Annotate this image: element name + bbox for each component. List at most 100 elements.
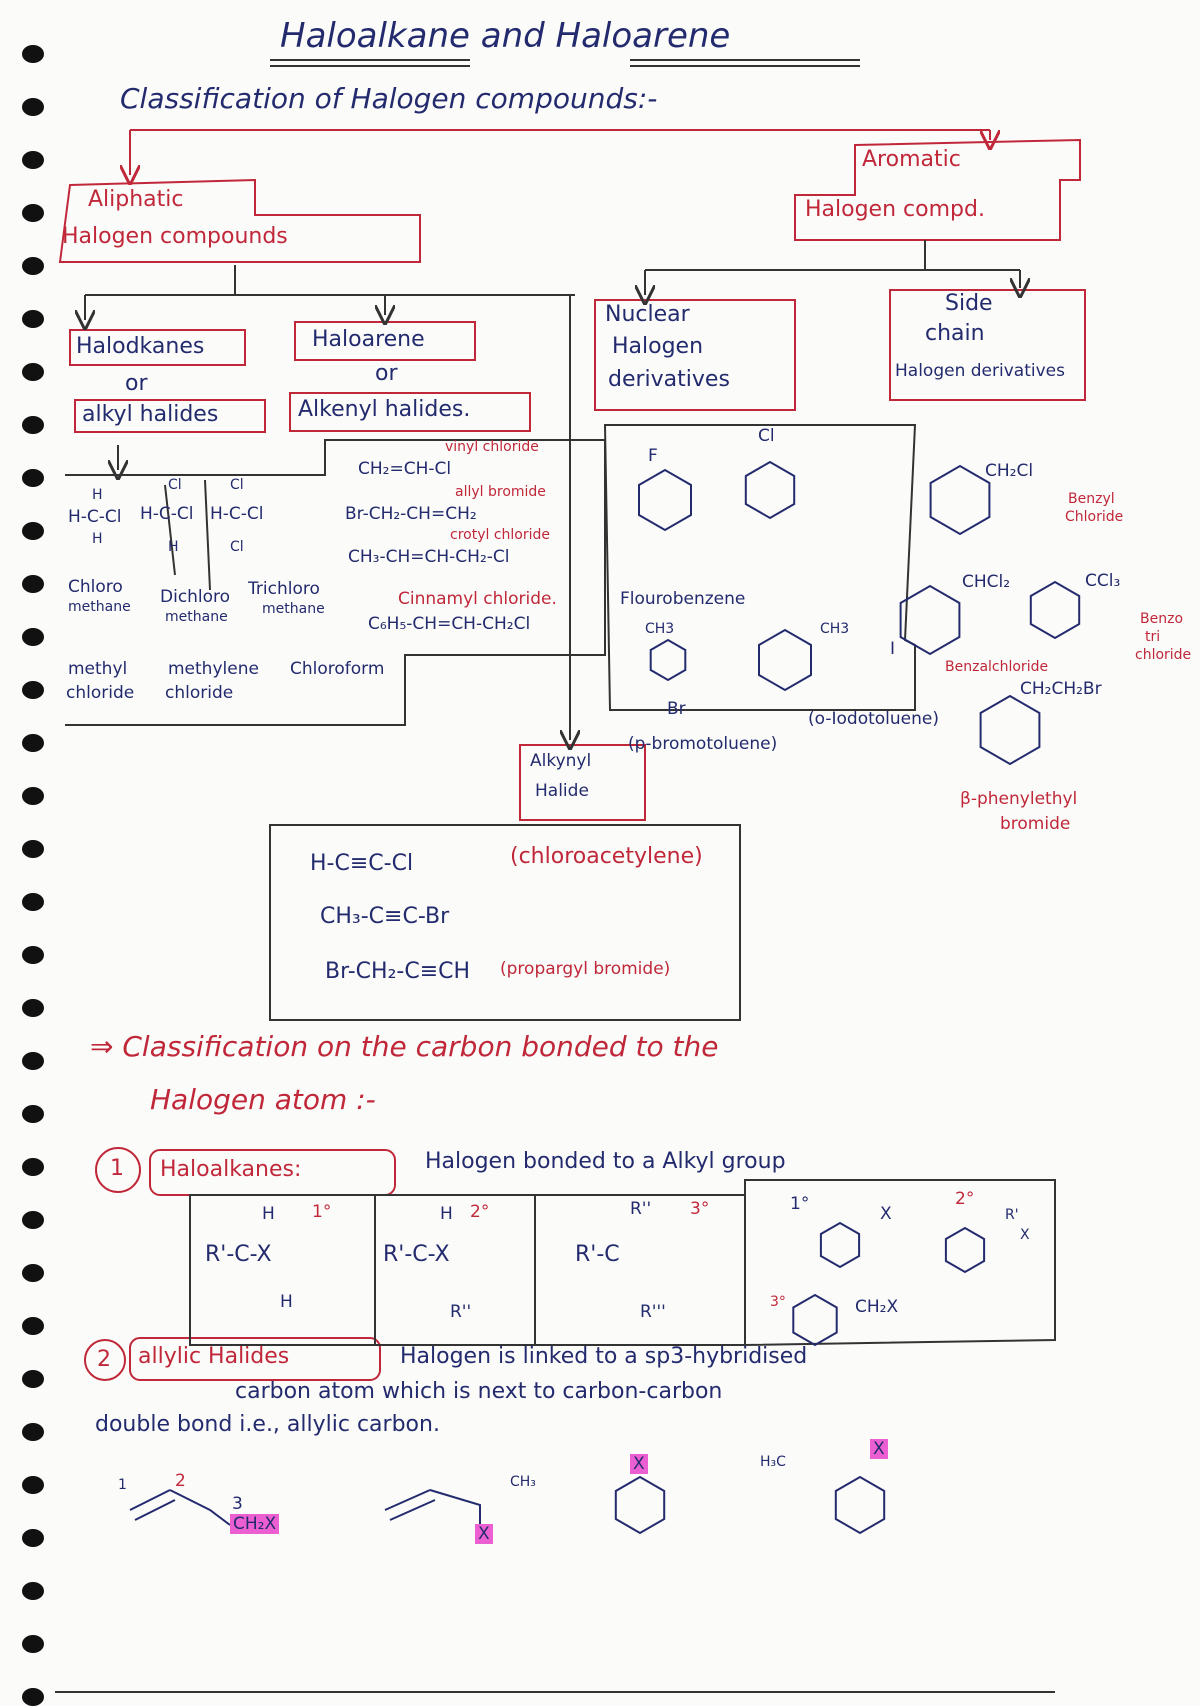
alkynyl-box [519,744,646,821]
substituent: CH₂X [855,1297,899,1317]
compound-name: vinyl chloride [445,439,539,455]
substituent-top: Cl [230,477,244,493]
substituent: H₃C [760,1454,786,1470]
carbon-number: 2 [175,1471,186,1491]
item2-description-2: carbon atom which is next to carbon-carb… [235,1379,723,1404]
substituent-bottom: H [168,539,179,555]
or-label: or [125,371,148,396]
compound-formula: CH₂=CH-Cl [358,459,452,479]
compound-name-3: chloride [1135,647,1192,663]
formula: R'-C-X [205,1242,272,1267]
allylic-group: X [475,1524,493,1544]
substituent: CCl₃ [1085,571,1121,591]
degree-label: 2° [470,1202,490,1222]
substituent: F [648,446,658,466]
substituent-top: H [440,1204,453,1224]
compound-formula: CH₃-CH=CH-CH₂-Cl [348,547,510,567]
substituent: Cl [758,426,775,446]
substituent-bottom: H [280,1292,293,1312]
formula: H-C-Cl [210,504,264,524]
substituent: CHCl₂ [962,572,1011,592]
binder-hole [22,787,44,805]
benzene-ring [614,1475,666,1535]
substituent: X [880,1204,892,1224]
compound-name: allyl bromide [455,484,546,500]
formula: H-C-Cl [140,504,194,524]
binder-hole [22,98,44,116]
alkynyl-examples-box [269,824,741,1021]
substituent: CH₂CH₂Br [1020,679,1102,699]
binder-hole [22,363,44,381]
benzene-ring [944,1226,986,1274]
benzene-ring [792,1293,838,1347]
binder-hole [22,681,44,699]
iupac-name: Trichloro [248,579,320,599]
iupac-name-2: methane [165,609,228,625]
substituent-top: H [262,1204,275,1224]
section-heading-2: Halogen atom :- [150,1083,376,1116]
formula: R'-C-X [383,1242,450,1267]
alkenyl-halides-label: Alkenyl halides. [298,397,471,422]
degree-label: 3° [770,1294,786,1310]
binder-hole [22,522,44,540]
common-name-2: chloride [165,683,234,703]
compound-name: (o-Iodotoluene) [808,709,939,729]
alkyl-alkenyl-box [65,439,606,726]
substituent-bottom: H [92,531,103,547]
substituent: Br [667,699,686,719]
alkynyl-label-2: Halide [535,781,589,801]
binder-hole [22,469,44,487]
item2-label: allylic Halides [138,1344,290,1369]
iupac-name-2: methane [262,601,325,617]
benzene-ring [929,464,991,536]
side-chain-label: Side [945,291,993,316]
allylic-label-box [129,1337,381,1381]
substituent-bottom: R''' [640,1302,666,1322]
benzene-ring [744,460,796,520]
highlighted-group: X [870,1439,888,1459]
binder-hole [22,204,44,222]
compound-name: β-phenylethyl [960,789,1078,809]
binder-hole [22,1105,44,1123]
formula: R'-C [575,1242,620,1267]
compound-name: (p-bromotoluene) [628,734,778,754]
binder-hole [22,1582,44,1600]
binder-hole [22,45,44,63]
benzene-ring [819,1221,861,1269]
binder-hole [22,1052,44,1070]
iupac-name-2: methane [68,599,131,615]
side-chain-label-2: chain [925,321,985,346]
aromatic-label: Aromatic [862,147,961,172]
binder-hole [22,1370,44,1388]
common-name: methylene [168,659,259,679]
substituent-top: R'' [630,1199,652,1219]
formula: H-C-Cl [68,507,122,527]
side-chain-box [889,289,1086,401]
binder-hole [22,734,44,752]
binder-hole [22,1317,44,1335]
alkynyl-label: Alkynyl [530,751,592,771]
binder-hole [22,628,44,646]
benzene-ring [979,694,1041,766]
iupac-name: Dichloro [160,587,231,607]
substituent: CH₂Cl [985,461,1034,481]
binder-hole [22,840,44,858]
compound-name: Cinnamyl chloride. [398,589,557,609]
binder-hole [22,310,44,328]
common-name-2: chloride [66,683,135,703]
benzene-ring [834,1475,886,1535]
compound-name: Benzyl [1068,491,1115,507]
item1-label: Haloalkanes: [160,1157,302,1182]
aliphatic-label: Aliphatic [88,187,184,212]
nuclear-label-2: Halogen [612,334,704,359]
aliphatic-box [58,178,421,263]
haloarene-label: Haloarene [312,327,425,352]
compound-formula: Br-CH₂-C≡CH [325,959,471,984]
page-title: Haloalkane and Haloarene [280,16,731,56]
highlighted-group: CH₂X [230,1514,280,1534]
compound-formula: CH₃-C≡C-Br [320,904,450,929]
degree-label: 2° [955,1189,975,1209]
compound-name-2: bromide [1000,814,1071,834]
haloalkanes-box [69,329,246,366]
